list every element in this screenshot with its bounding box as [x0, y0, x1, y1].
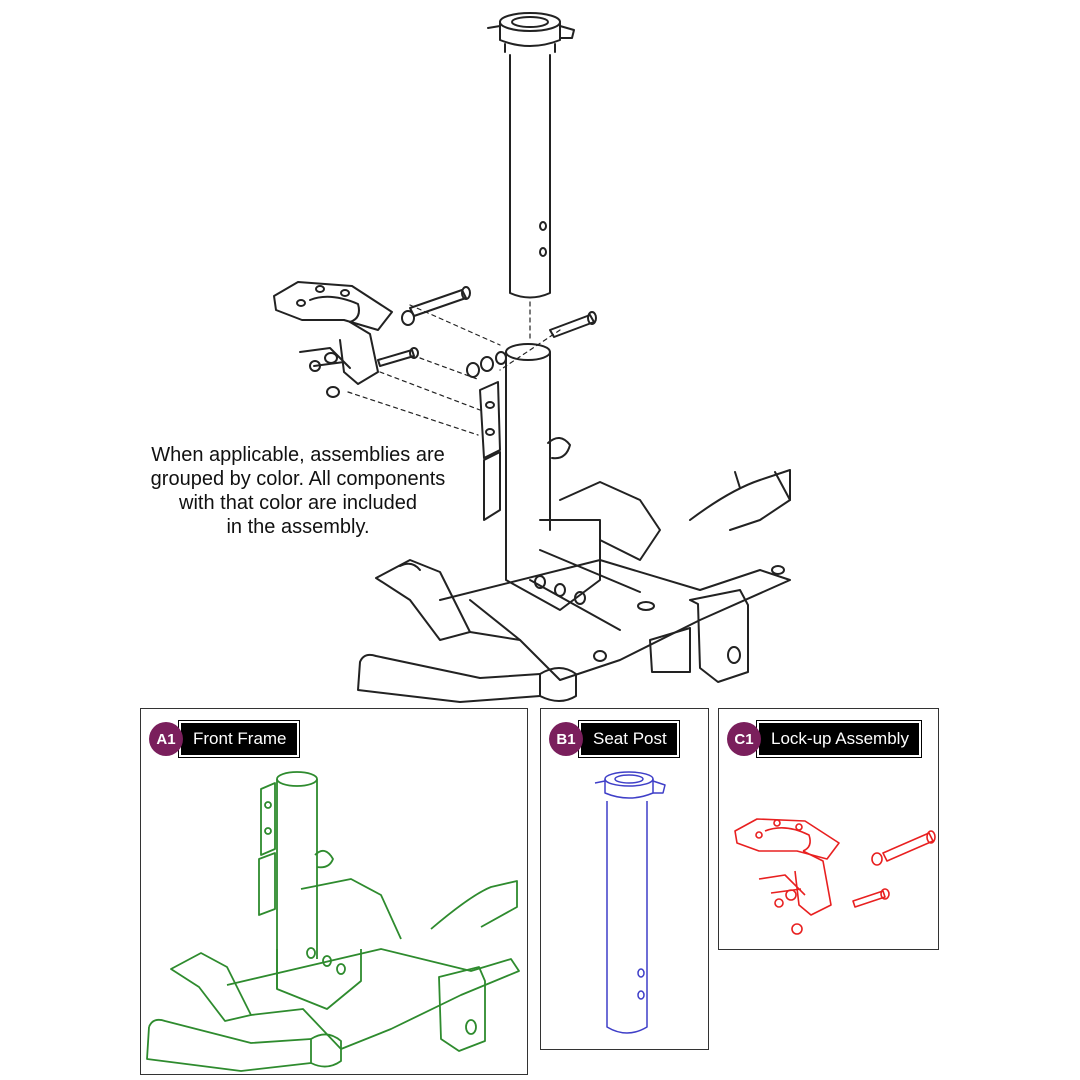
panel-front-frame: A1 Front Frame — [140, 708, 528, 1075]
label-seat-post: Seat Post — [578, 720, 680, 758]
badge-b1: B1 — [549, 722, 583, 756]
label-lock-up-assembly: Lock-up Assembly — [756, 720, 922, 758]
panel-lock-up-assembly: C1 Lock-up Assembly — [718, 708, 939, 950]
label-front-frame: Front Frame — [178, 720, 300, 758]
post-washers — [466, 351, 507, 378]
seat-post-tube — [509, 54, 551, 299]
front-frame-base — [357, 469, 791, 703]
panel-seat-post: B1 Seat Post — [540, 708, 709, 1050]
lock-up-assembly — [273, 281, 393, 385]
panel-b-tag: B1 Seat Post — [549, 720, 680, 758]
lock-up-drawing — [734, 818, 936, 935]
lock-up-bolt-top — [401, 286, 471, 326]
assembly-guide-lines — [347, 301, 561, 436]
panel-c-tag: C1 Lock-up Assembly — [727, 720, 922, 758]
seat-post-top-cap — [487, 12, 575, 53]
badge-c1: C1 — [727, 722, 761, 756]
assembly-color-note: When applicable, assemblies are grouped … — [150, 444, 446, 538]
seat-post-drawing — [594, 771, 666, 1034]
post-bolt — [549, 311, 597, 338]
badge-a1: A1 — [149, 722, 183, 756]
lock-up-screw — [309, 347, 419, 398]
panel-a-tag: A1 Front Frame — [149, 720, 300, 758]
front-frame-drawing — [146, 771, 520, 1072]
front-frame-tube — [479, 343, 571, 541]
